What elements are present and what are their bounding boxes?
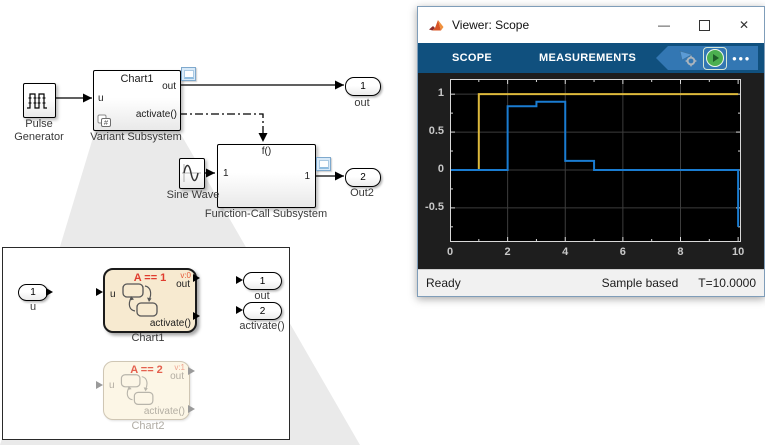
x-tick-label: 10 [731, 246, 745, 258]
variant-port-activate: activate() [135, 109, 177, 120]
x-tick-label: 8 [677, 246, 684, 258]
pulse-generator-block[interactable] [23, 83, 56, 118]
y-tick-label: 0 [437, 162, 444, 175]
expanded-inport-u[interactable]: 1 [18, 284, 48, 301]
minimize-button[interactable]: — [658, 18, 670, 32]
chart2-label: Chart2 [131, 420, 165, 432]
toolstrip: SCOPE MEASUREMENTS ●●● [418, 43, 764, 73]
y-tick-label: 0.5 [428, 125, 444, 138]
expanded-outport-out-number: 1 [259, 275, 266, 287]
window-title: Viewer: Scope [452, 18, 530, 32]
sine-wave-block[interactable] [179, 158, 205, 189]
chart2-block[interactable]: A == 2 v:1 out u activate() [103, 361, 190, 420]
status-time: T=10.0000 [698, 276, 756, 290]
variant-subsystem-label: Variant Subsystem [90, 131, 182, 143]
tab-measurements[interactable]: MEASUREMENTS [539, 52, 637, 64]
fcs-port-in: 1 [223, 168, 229, 179]
chart2-out-arrow [188, 367, 195, 375]
sine-wave-label: Sine Wave [166, 189, 220, 201]
fcs-port-trigger: f() [261, 146, 272, 157]
y-tick-label: 1 [437, 87, 444, 100]
inport-arrow [46, 288, 53, 296]
expanded-outport-activate-number: 2 [259, 305, 266, 317]
state-chart-icon-faded [120, 374, 154, 405]
run-button[interactable] [703, 46, 727, 70]
fcs-port-out: 1 [304, 171, 310, 182]
outport-out[interactable]: 1 [345, 77, 381, 96]
chart2-input-arrow [96, 381, 103, 389]
statusbar: Ready Sample based T=10.0000 [418, 269, 764, 296]
expanded-outport-activate[interactable]: 2 [243, 302, 282, 320]
x-tick-label: 6 [619, 246, 626, 258]
chart2-activate-arrow [188, 405, 195, 413]
toolstrip-quick-actions: ●●● [656, 46, 758, 70]
x-tick-label: 4 [562, 246, 569, 258]
tab-scope[interactable]: SCOPE [452, 52, 493, 64]
chart1-input-arrow [96, 288, 103, 296]
chart1-port-u: u [110, 289, 116, 300]
variant-port-out: out [162, 81, 176, 92]
status-sample-based: Sample based [601, 276, 679, 290]
expanded-outport-out-arrow [236, 276, 243, 284]
expanded-outport-activate-label: activate() [239, 320, 285, 332]
expanded-inport-label: u [29, 301, 37, 313]
outport-out2-label: Out2 [350, 187, 374, 199]
expanded-outport-activate-arrow [236, 306, 243, 314]
chart1-block[interactable]: A == 1 v:0 out u activate() [103, 268, 197, 333]
chart1-activate-arrow [193, 312, 200, 320]
close-button[interactable]: ✕ [738, 18, 750, 32]
outport-out2-number: 2 [360, 172, 366, 183]
x-tick-label: 2 [504, 246, 511, 258]
outport-out-label: out [354, 97, 370, 109]
play-icon [706, 49, 724, 67]
variant-port-u: u [98, 93, 104, 104]
scope-plot-panel: 0 2 4 6 8 10 -0.5 0 0.5 1 [418, 73, 764, 269]
function-call-subsystem-block[interactable]: f() 1 1 [217, 144, 316, 208]
outport-out-number: 1 [360, 81, 366, 92]
matlab-logo-icon [429, 20, 444, 31]
maximize-button[interactable] [684, 7, 724, 43]
status-ready: Ready [426, 276, 461, 290]
function-call-subsystem-label: Function-Call Subsystem [204, 208, 328, 220]
outport-out2[interactable]: 2 [345, 168, 381, 187]
scope-plot[interactable] [450, 79, 741, 242]
svg-text:#: # [104, 118, 109, 127]
scope-viewer-badge-2[interactable] [316, 157, 331, 171]
variant-badge-icon: # [97, 114, 111, 127]
scope-viewer-badge[interactable] [181, 67, 196, 81]
chart1-port-out: out [176, 279, 190, 290]
variant-subsystem-title: Chart1 [120, 73, 154, 85]
more-options-icon[interactable]: ●●● [732, 53, 751, 63]
highlight-block-gear-icon[interactable] [678, 48, 698, 68]
state-chart-icon [122, 283, 158, 317]
sine-wave-icon [181, 163, 201, 182]
expanded-inport-number: 1 [30, 287, 36, 298]
maximize-icon [698, 19, 710, 31]
variant-subsystem-block[interactable]: Chart1 out u activate() # [93, 70, 181, 131]
expanded-outport-out[interactable]: 1 [243, 272, 282, 290]
chart1-label: Chart1 [131, 332, 165, 344]
chart1-out-arrow [193, 274, 200, 282]
y-tick-label: -0.5 [425, 200, 444, 213]
pulse-generator-icon [27, 93, 47, 109]
expanded-outport-out-label: out [254, 290, 270, 302]
chart2-port-u: u [109, 380, 115, 391]
pulse-generator-label: Pulse Generator [14, 118, 64, 143]
scope-viewer-window: Viewer: Scope — ✕ SCOPE MEASUREMENTS ●●● [417, 6, 765, 297]
chart2-port-out: out [170, 371, 184, 382]
x-tick-label: 0 [446, 246, 454, 258]
titlebar[interactable]: Viewer: Scope — ✕ [418, 7, 764, 43]
